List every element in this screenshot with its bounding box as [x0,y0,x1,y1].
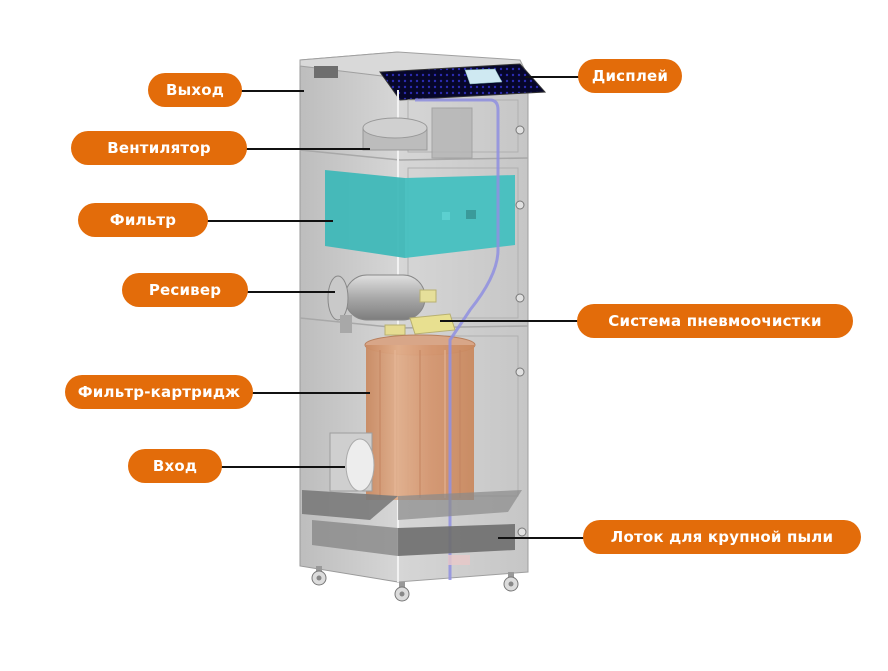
leader-display [525,76,580,78]
hopper [302,490,522,520]
leader-outlet [240,90,304,92]
leader-fan [245,148,370,150]
leader-receiver [247,291,335,293]
outlet-grille [314,66,338,78]
cartridge-filter [364,334,476,500]
fan [362,107,473,159]
door-latches [515,125,527,537]
label-fan: Вентилятор [71,131,247,165]
leader-cartridge-filter [250,392,370,394]
leader-filter [207,220,333,222]
inlet [329,432,375,492]
label-display: Дисплей [578,59,682,93]
display-panel [379,63,547,101]
caster [394,582,410,602]
leader-dust-tray [498,537,586,539]
label-receiver: Ресивер [122,273,248,307]
casters [311,566,519,602]
caster [311,566,327,586]
caster [503,572,519,592]
label-inlet: Вход [128,449,222,483]
label-pneumatic-cleaning: Система пневмоочистки [577,304,853,338]
receiver-tank [327,274,437,333]
leader-pneumatic [440,320,580,322]
pneumatic-tube [415,98,500,580]
label-outlet: Выход [148,73,242,107]
dust-tray [312,520,515,565]
label-filter: Фильтр [78,203,208,237]
leader-inlet [220,466,345,468]
label-coarse-dust-tray: Лоток для крупной пыли [583,520,861,554]
display-screen [464,68,503,85]
label-cartridge-filter: Фильтр-картридж [65,375,253,409]
panel-filter [325,170,515,258]
